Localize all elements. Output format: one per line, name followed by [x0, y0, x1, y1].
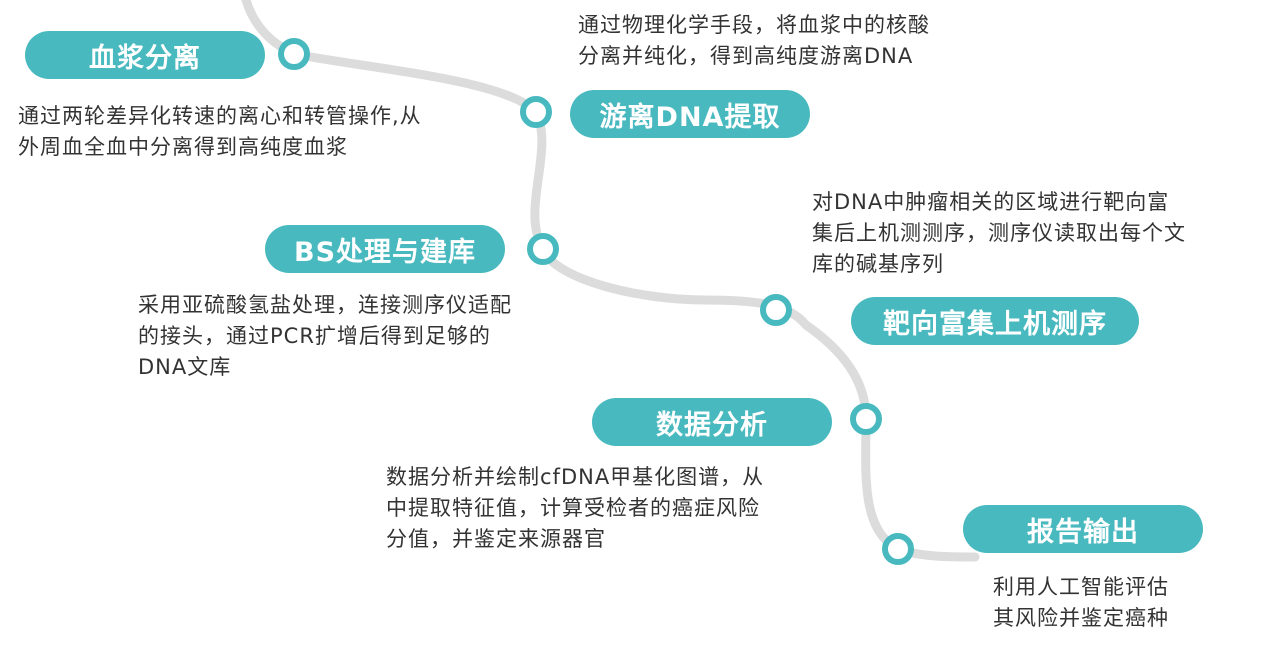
- timeline-node-1: [278, 38, 310, 70]
- description-line: 中提取特征值，计算受检者的癌症风险: [386, 496, 760, 520]
- description-line: 采用亚硫酸氢盐处理，连接测序仪适配: [138, 293, 512, 317]
- timeline-node-6: [882, 533, 914, 565]
- description-line: 对DNA中肿瘤相关的区域进行靶向富: [812, 190, 1170, 214]
- timeline-node-3: [527, 233, 559, 265]
- description-line: 分值，并鉴定来源器官: [386, 527, 606, 551]
- step-description-plasma-separation: 通过两轮差异化转速的离心和转管操作,从 外周血全血中分离得到高纯度血浆: [18, 101, 422, 163]
- step-title-report-output: 报告输出: [963, 505, 1203, 553]
- step-description-report-output: 利用人工智能评估 其风险并鉴定癌种: [993, 572, 1169, 634]
- step-description-data-analysis: 数据分析并绘制cfDNA甲基化图谱，从 中提取特征值，计算受检者的癌症风险 分值…: [386, 462, 764, 555]
- timeline-node-5: [850, 403, 882, 435]
- description-line: 通过两轮差异化转速的离心和转管操作,从: [18, 104, 422, 128]
- step-description-target-enrichment-sequencing: 对DNA中肿瘤相关的区域进行靶向富 集后上机测测序，测序仪读取出每个文 库的碱基…: [812, 187, 1186, 280]
- step-title-plasma-separation: 血浆分离: [25, 31, 265, 79]
- timeline-node-4: [760, 294, 792, 326]
- description-line: 分离并纯化，得到高纯度游离DNA: [578, 44, 914, 68]
- timeline-node-2: [520, 96, 552, 128]
- description-line: 通过物理化学手段，将血浆中的核酸: [578, 13, 930, 37]
- description-line: 的接头，通过PCR扩增后得到足够的: [138, 324, 491, 348]
- description-line: 数据分析并绘制cfDNA甲基化图谱，从: [386, 465, 765, 489]
- description-line: DNA文库: [138, 355, 232, 379]
- description-line: 库的碱基序列: [812, 252, 944, 276]
- description-line: 集后上机测测序，测序仪读取出每个文: [812, 221, 1186, 245]
- step-title-cfdna-extraction: 游离DNA提取: [570, 90, 810, 138]
- step-title-data-analysis: 数据分析: [592, 398, 832, 446]
- description-line: 利用人工智能评估: [993, 575, 1169, 599]
- step-description-cfdna-extraction: 通过物理化学手段，将血浆中的核酸 分离并纯化，得到高纯度游离DNA: [578, 10, 930, 72]
- step-title-target-enrichment-sequencing: 靶向富集上机测序: [851, 297, 1139, 345]
- step-title-bs-library: BS处理与建库: [265, 225, 505, 273]
- description-line: 其风险并鉴定癌种: [993, 606, 1169, 630]
- timeline-curve: [241, 0, 980, 562]
- description-line: 外周血全血中分离得到高纯度血浆: [18, 135, 348, 159]
- step-description-bs-library: 采用亚硫酸氢盐处理，连接测序仪适配 的接头，通过PCR扩增后得到足够的 DNA文…: [138, 290, 512, 383]
